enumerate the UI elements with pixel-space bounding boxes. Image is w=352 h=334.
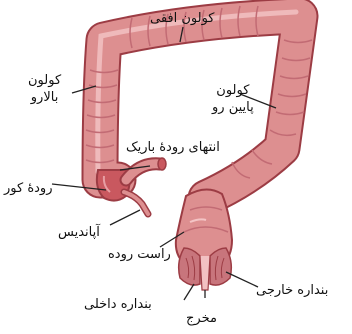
label-descending-colon-line2: پایین رو	[212, 99, 254, 116]
label-internal-sphincter: بنداره داخلی	[84, 296, 152, 313]
label-external-sphincter: بنداره خارجی	[256, 282, 328, 299]
label-descending-colon: کولون پایین رو	[212, 82, 254, 116]
label-ascending-colon-line2: بالارو	[28, 89, 61, 106]
external-sphincter	[210, 248, 231, 285]
anal-canal	[200, 256, 210, 290]
label-transverse-colon: کولون افقی	[150, 10, 215, 27]
ileum-opening	[158, 158, 166, 170]
label-anus: مخرج	[186, 310, 217, 327]
internal-sphincter	[179, 248, 200, 285]
label-descending-colon-line1: کولون	[212, 82, 254, 99]
label-ascending-colon-line1: کولون	[28, 72, 61, 89]
label-ileum-end: انتهای رودهٔ باریک	[126, 139, 220, 156]
label-rectum: راست روده	[108, 246, 171, 263]
label-appendix: آپاندیس	[58, 224, 100, 241]
label-ascending-colon: کولون بالارو	[28, 72, 61, 106]
label-cecum: رودهٔ کور	[4, 180, 52, 197]
